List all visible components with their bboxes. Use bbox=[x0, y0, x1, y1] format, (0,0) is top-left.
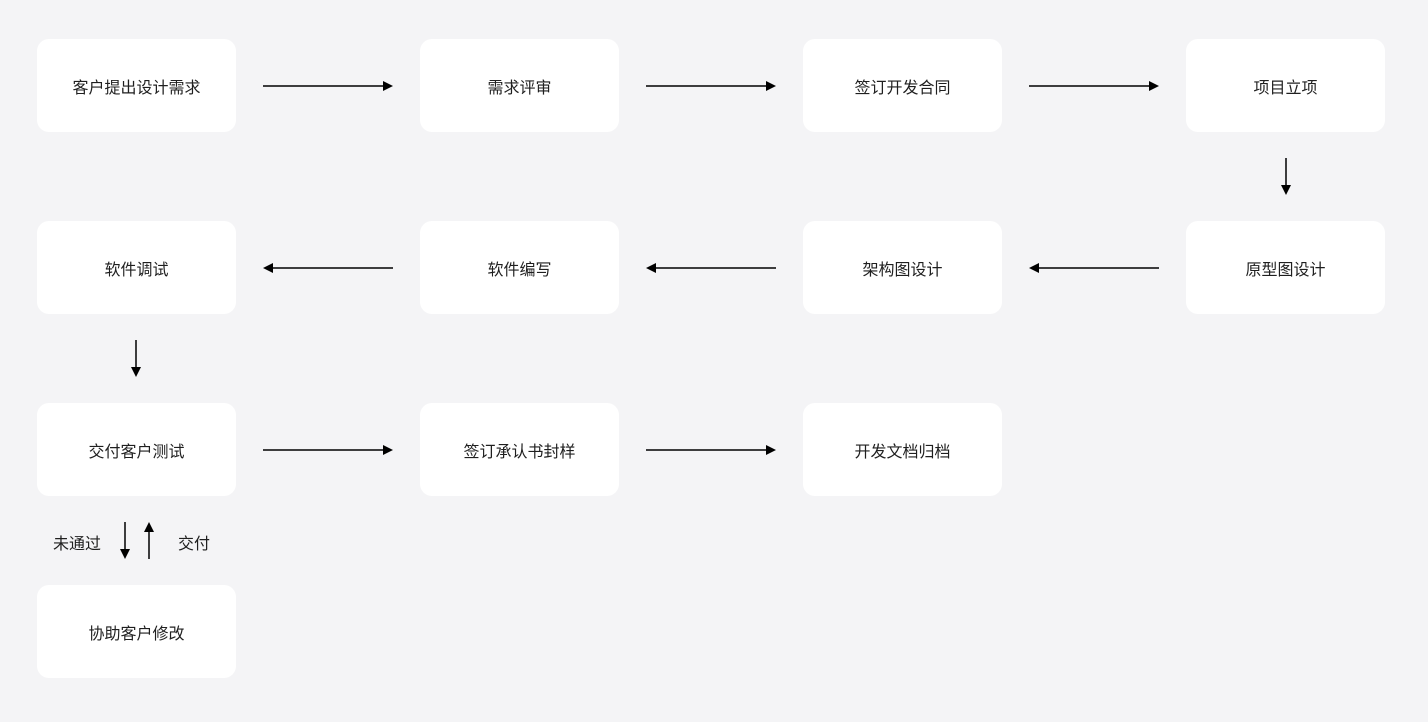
node-software-coding: 软件编写 bbox=[420, 221, 619, 314]
arrow-n2-to-n3 bbox=[646, 81, 776, 91]
arrow-n1-to-n2 bbox=[263, 81, 393, 91]
node-sign-approval: 签订承认书封样 bbox=[420, 403, 619, 496]
arrow-n12-to-n9 bbox=[144, 522, 154, 559]
arrow-n9-to-n12 bbox=[120, 522, 130, 559]
node-document-archiving: 开发文档归档 bbox=[803, 403, 1002, 496]
node-architecture-design: 架构图设计 bbox=[803, 221, 1002, 314]
node-sign-contract: 签订开发合同 bbox=[803, 39, 1002, 132]
node-customer-testing: 交付客户测试 bbox=[37, 403, 236, 496]
arrow-n3-to-n4 bbox=[1029, 81, 1159, 91]
node-customer-requirement: 客户提出设计需求 bbox=[37, 39, 236, 132]
node-prototype-design: 原型图设计 bbox=[1186, 221, 1385, 314]
arrow-n5-to-n6 bbox=[1029, 263, 1159, 273]
edge-label-fail: 未通过 bbox=[53, 534, 102, 553]
arrow-n7-to-n8 bbox=[263, 263, 393, 273]
arrow-n6-to-n7 bbox=[646, 263, 776, 273]
node-project-initiation: 项目立项 bbox=[1186, 39, 1385, 132]
node-assist-modification: 协助客户修改 bbox=[37, 585, 236, 678]
edge-label-deliver: 交付 bbox=[178, 534, 211, 553]
node-software-debugging: 软件调试 bbox=[37, 221, 236, 314]
arrow-n9-to-n10 bbox=[263, 445, 393, 455]
arrow-n4-to-n5 bbox=[1281, 158, 1291, 195]
node-requirement-review: 需求评审 bbox=[420, 39, 619, 132]
arrow-n8-to-n9 bbox=[131, 340, 141, 377]
arrow-n10-to-n11 bbox=[646, 445, 776, 455]
